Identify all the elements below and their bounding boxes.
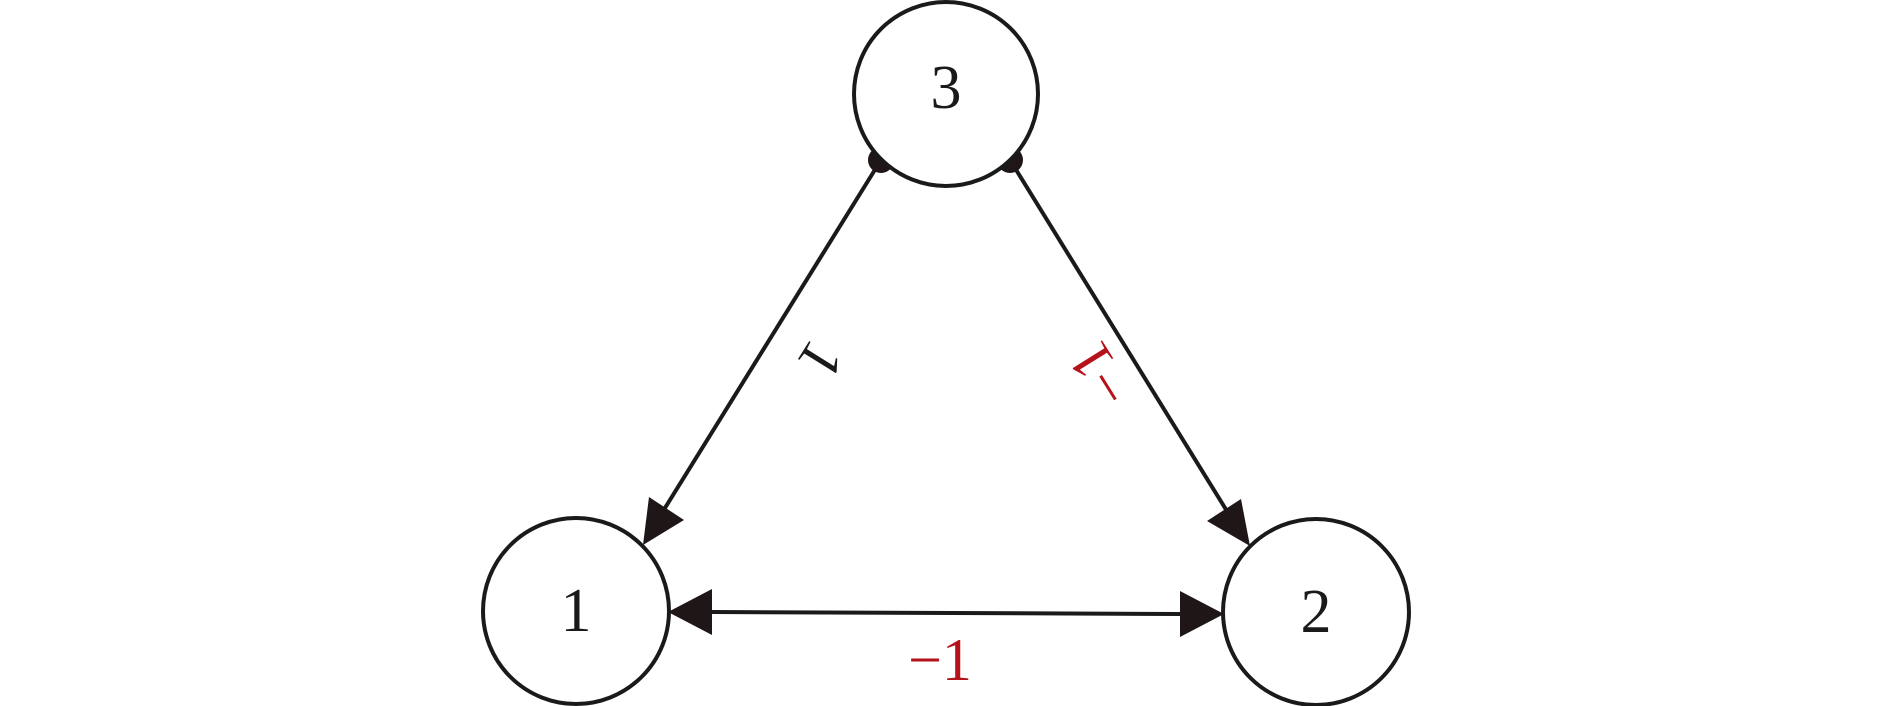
edge-3-to-1-line	[658, 158, 883, 518]
edge-3-to-2-line	[1008, 158, 1232, 518]
edge-3-to-2-arrowhead	[1207, 499, 1250, 546]
edge-3-to-2-label: −1	[1055, 330, 1145, 419]
node-1: 1	[481, 516, 671, 706]
node-2-label: 2	[1301, 578, 1332, 646]
edge-3-to-1-arrowhead	[643, 497, 684, 545]
node-3-label: 3	[931, 54, 962, 122]
edge-1-to-2: −1	[668, 589, 1224, 693]
node-2-circle	[1221, 517, 1411, 706]
edge-1-to-2-arrowhead-left	[668, 589, 712, 635]
node-1-label: 1	[561, 577, 592, 645]
edge-1-to-2-arrowhead-right	[1180, 591, 1224, 637]
edge-1-to-2-line	[711, 610, 1181, 616]
edge-1-to-2-label: −1	[908, 627, 972, 693]
node-3-circle	[852, 0, 1040, 188]
node-3: 3	[852, 0, 1040, 188]
edge-3-to-1: 1	[643, 147, 894, 545]
node-1-circle	[481, 516, 671, 706]
edge-3-to-1-label: 1	[785, 330, 857, 390]
node-2: 2	[1221, 517, 1411, 706]
edge-3-to-2: −1	[997, 147, 1250, 546]
